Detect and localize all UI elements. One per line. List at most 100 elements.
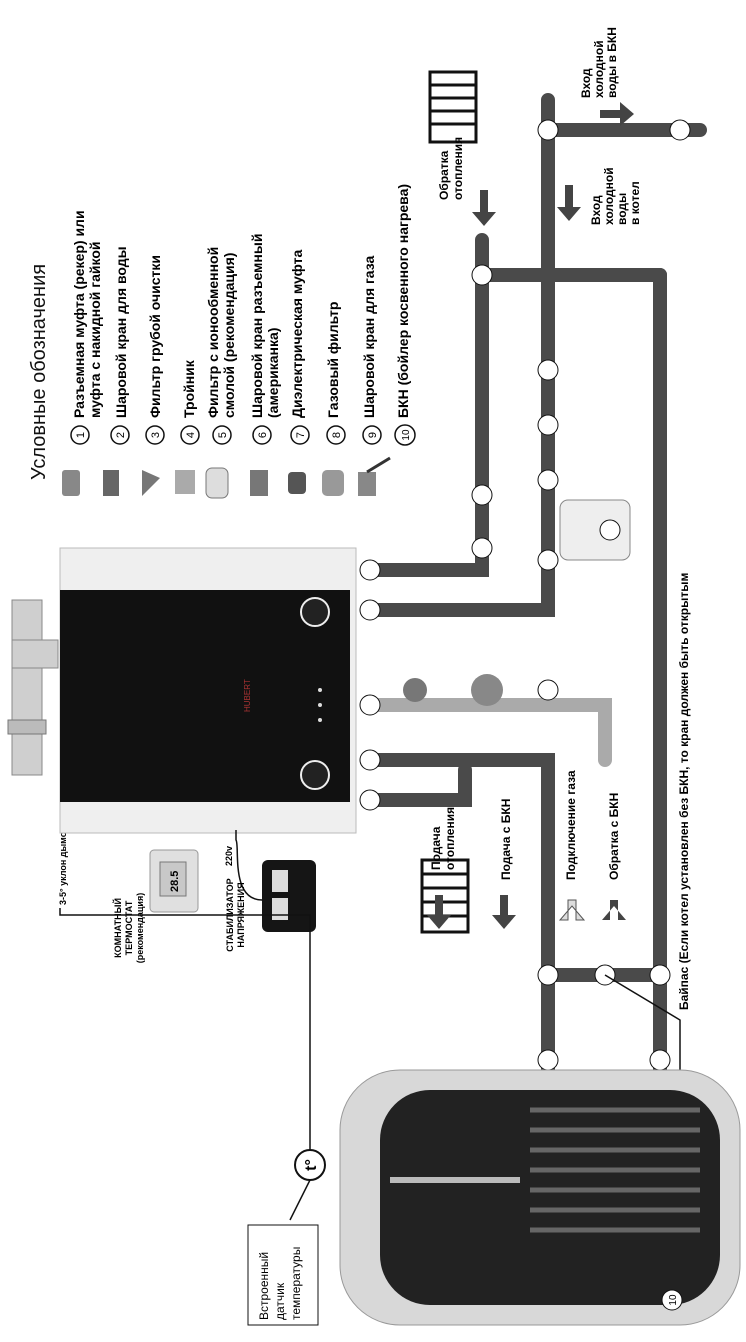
fitting-badge	[359, 749, 381, 771]
legend-number: 3	[150, 432, 162, 438]
fitting-badge	[537, 679, 559, 701]
boiler-knob-right[interactable]	[300, 760, 330, 790]
bypass-label: Байпас (Если котел установлен без БКН, т…	[677, 572, 691, 1010]
boiler-knob-left[interactable]	[300, 597, 330, 627]
fitting-badge	[359, 694, 381, 716]
legend-item-4: 4 Тройник	[175, 359, 200, 494]
cold-water-boiler-label: воды	[615, 193, 629, 225]
gas-ball-valve-icon	[358, 472, 376, 496]
bkn-supply-label: Подача с БКН	[499, 799, 513, 880]
chimney: 3-5° уклон дымохода вниз	[7, 599, 68, 905]
cold-water-boiler-label: Вход	[589, 195, 603, 225]
fitting-badge	[649, 964, 671, 986]
legend-item-1: 1 Разъемная муфта (рекер) или муфта с на…	[62, 210, 103, 496]
legend-number: 10	[401, 429, 412, 441]
heating-return-label: Обратка	[437, 150, 451, 200]
voltage-label: 220v	[224, 846, 234, 866]
legend-title: Условные обозначения	[28, 264, 50, 480]
sensor-label: Встроенный	[257, 1252, 271, 1320]
fitting-badge	[471, 264, 493, 286]
cold-water-boiler-label: холодной	[602, 167, 616, 225]
legend-item-text: БКН (бойлер косвенного нагрева)	[395, 184, 411, 418]
fitting-badge	[599, 519, 621, 541]
radiator-icon	[420, 858, 470, 934]
ion-filter-icon	[205, 467, 229, 499]
arrow-right-icon	[600, 102, 634, 126]
fitting-badge	[359, 789, 381, 811]
legend-item-text: Фильтр с ионообменной	[205, 247, 221, 418]
radiator-bottom	[420, 858, 470, 934]
sensor-wire	[59, 908, 311, 1150]
fitting-badge	[537, 414, 559, 436]
power-cord	[235, 830, 263, 901]
pipe-fittings	[359, 119, 691, 1071]
stabilizer-panel	[272, 870, 288, 892]
legend-item-text: Разъемная муфта (рекер) или	[71, 210, 87, 418]
union-fitting-icon	[62, 470, 80, 496]
boiler-brand-logo: HUBERT	[243, 679, 252, 712]
stabilizer-panel	[272, 898, 288, 920]
legend-number: 7	[295, 432, 307, 438]
fitting-badge	[537, 469, 559, 491]
legend-number: 9	[367, 432, 379, 438]
legend-number-badge	[252, 425, 272, 445]
heating-supply-label: отопления	[443, 807, 457, 870]
arrow-down-icon	[472, 190, 496, 226]
fitting-badge	[537, 1049, 559, 1071]
flow-arrows	[427, 102, 634, 929]
dielectric-coupling-icon	[288, 472, 306, 494]
fitting-badge	[471, 537, 493, 559]
ball-valve-icon	[103, 470, 119, 496]
sensor-callout-line	[289, 1179, 311, 1221]
gas-filter-icon	[322, 470, 344, 496]
arrow-down-icon	[492, 895, 516, 929]
bkn-return-label: Обратка с БКН	[607, 793, 621, 880]
fitting-badge	[537, 119, 559, 141]
legend-item-text: Диэлектрическая муфта	[289, 249, 305, 418]
heating-supply-pipe	[363, 763, 472, 807]
cold-water-bkn-label: Вход	[579, 68, 593, 98]
stabilizer-device	[262, 860, 316, 932]
heat-exchanger-coil-icon	[530, 1107, 700, 1233]
bkn-number: 10	[668, 1294, 679, 1306]
legend-number-badge	[661, 1289, 683, 1311]
temperature-sensor: t° Встроенный датчик температуры	[59, 908, 326, 1326]
legend-number-badge	[110, 425, 130, 445]
legend-number: 2	[115, 432, 127, 438]
legend-number-badge	[145, 425, 165, 445]
strainer-filter-icon	[142, 470, 160, 496]
sensor-label: температуры	[289, 1247, 303, 1320]
legend-number-badge	[180, 425, 200, 445]
legend-item-6: 6 Шаровой кран разъемный (американка)	[249, 234, 281, 496]
legend-item-text: Фильтр грубой очистки	[147, 255, 163, 418]
fitting-badge	[359, 599, 381, 621]
sensor-label: датчик	[273, 1282, 287, 1320]
radiator-icon	[428, 70, 478, 144]
union-ball-valve-icon	[250, 470, 268, 496]
legend-number: 1	[75, 432, 87, 438]
bkn-tank-inner	[380, 1090, 720, 1305]
legend-item-3: 3 Фильтр грубой очистки	[142, 255, 165, 496]
legend-number-badge	[326, 425, 346, 445]
legend-number-badge	[70, 425, 90, 445]
thermostat-label: КОМНАТНЫЙ	[112, 898, 123, 958]
arrow-up-icon	[558, 899, 586, 921]
boiler-front-panel	[60, 590, 350, 802]
chimney-pipe-horizontal	[11, 599, 43, 776]
gas-boiler: HUBERT	[59, 547, 357, 834]
legend-number-badge	[290, 425, 310, 445]
room-thermostat: 28.5 КОМНАТНЫЙ ТЕРМОСТАТ (рекомендация)	[112, 849, 199, 963]
tee-fitting-icon	[175, 470, 195, 494]
fitting-badge	[537, 359, 559, 381]
cold-water-boiler-label: в котел	[628, 181, 642, 225]
arrow-up-icon	[602, 900, 626, 920]
fitting-badge	[471, 674, 503, 706]
legend-item-text: (американка)	[265, 328, 281, 418]
legend-number: 4	[185, 432, 197, 438]
cold-water-bkn-label: холодной	[592, 40, 606, 98]
boiler-indicator	[318, 718, 322, 722]
legend-item-text: Шаровой кран для воды	[113, 246, 129, 418]
thermostat-display-value: 28.5	[169, 871, 181, 892]
legend-number-badge	[212, 425, 232, 445]
